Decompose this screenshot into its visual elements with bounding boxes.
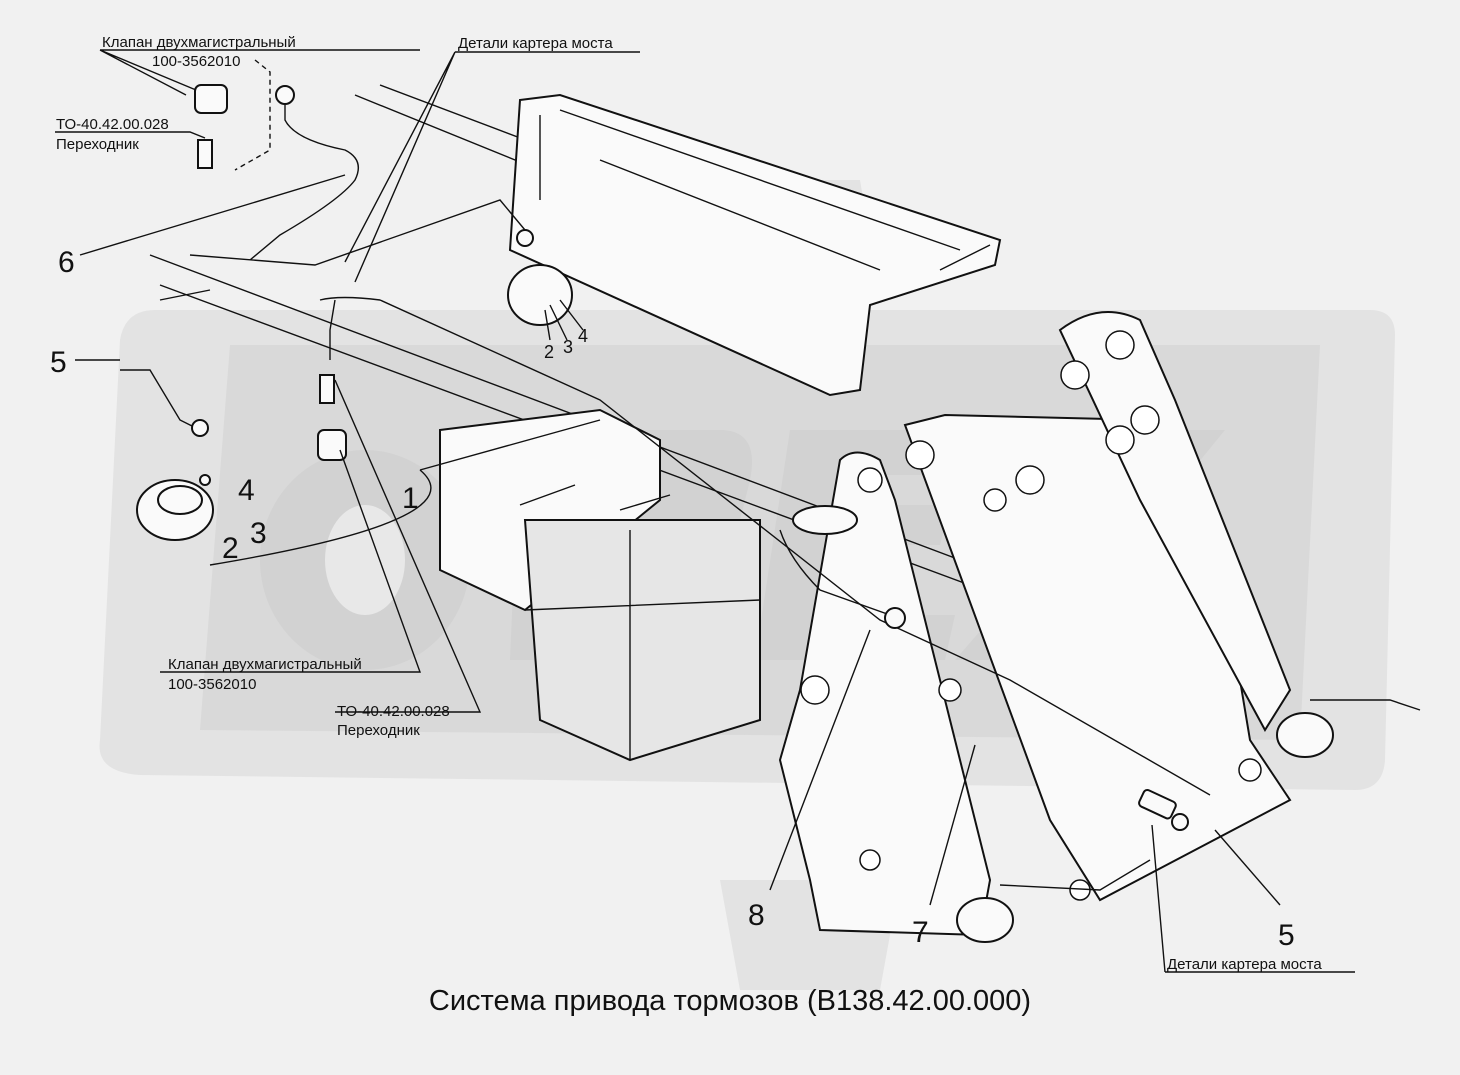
pipe-nut xyxy=(516,229,534,247)
position-numbers: 6 5 4 3 2 1 2 3 4 8 7 5 xyxy=(50,246,1295,952)
pipe-clamp xyxy=(884,607,906,629)
brake-pipe xyxy=(329,299,336,360)
adapter-fitting xyxy=(319,374,335,404)
brake-pipe xyxy=(120,369,201,431)
frame-hole xyxy=(938,678,962,702)
leader-line xyxy=(209,469,432,566)
frame-hole xyxy=(1105,425,1135,455)
upper-beam-edge xyxy=(539,109,961,271)
position-6: 6 xyxy=(58,246,75,279)
leader-line xyxy=(1151,824,1355,973)
pivot-spring xyxy=(792,505,858,535)
axle-bottom-name: Детали картера моста xyxy=(1167,956,1322,973)
frame-assembly xyxy=(149,84,1292,937)
washer xyxy=(199,474,211,486)
position-1: 1 xyxy=(402,482,419,515)
brake-chamber xyxy=(507,264,573,326)
brake-chamber xyxy=(956,897,1014,943)
valve-top-name: Клапан двухмагистральный xyxy=(102,34,296,51)
valve-top-code: 100-3562010 xyxy=(152,53,240,70)
frame-hole xyxy=(857,467,883,493)
adapter-bottom-code: ТО-40.42.00.028 xyxy=(337,703,450,720)
housing-lower xyxy=(523,519,761,762)
position-3-left: 3 xyxy=(250,517,267,550)
position-2-left: 2 xyxy=(222,532,239,565)
leader-line xyxy=(544,299,584,341)
position-5-right: 5 xyxy=(1278,919,1295,952)
leader-line xyxy=(79,174,346,256)
leader-line xyxy=(344,51,640,283)
axle-fitting xyxy=(1138,788,1177,820)
leader-line xyxy=(160,449,421,673)
frame-hole xyxy=(905,440,935,470)
lever-arm xyxy=(1058,311,1292,732)
frame-hole xyxy=(800,675,830,705)
adapter-top-code: ТО-40.42.00.028 xyxy=(56,116,169,133)
position-8: 8 xyxy=(748,899,765,932)
brake-pipe xyxy=(999,699,1421,891)
adapter-fitting xyxy=(197,139,213,169)
position-2-top: 2 xyxy=(544,342,554,362)
position-5-left: 5 xyxy=(50,346,67,379)
housing-block xyxy=(439,408,661,612)
frame-hole xyxy=(1105,330,1135,360)
leader-line xyxy=(55,131,206,139)
valve-bottom-name: Клапан двухмагистральный xyxy=(168,656,362,673)
axle-top-name: Детали картера моста xyxy=(458,35,613,52)
leader-line xyxy=(99,49,420,96)
leader-line xyxy=(419,419,601,471)
pipe-nut xyxy=(1171,813,1189,831)
frame-hole xyxy=(1060,360,1090,390)
leader-line xyxy=(234,59,271,171)
frame-hole xyxy=(983,488,1007,512)
brake-pipe xyxy=(249,95,359,261)
brake-lines xyxy=(120,95,1421,891)
drawing-title: Система привода тормозов (В138.42.00.000… xyxy=(429,985,1031,1017)
brake-chamber xyxy=(1276,712,1334,758)
leader-line xyxy=(334,379,482,713)
brake-components xyxy=(136,84,1334,943)
position-4-top: 4 xyxy=(578,326,588,346)
frame-hole xyxy=(1130,405,1160,435)
lever-frame-left xyxy=(778,451,992,937)
adapter-top-name: Переходник xyxy=(56,136,139,153)
housing-edge xyxy=(524,530,761,760)
two-line-valve xyxy=(194,84,228,114)
adapter-bottom-name: Переходник xyxy=(337,722,420,739)
position-7: 7 xyxy=(912,916,929,949)
flange-mark xyxy=(159,244,991,511)
frame-hole xyxy=(1015,465,1045,495)
frame-hole xyxy=(1238,758,1262,782)
watermark-letter-o-hole xyxy=(325,505,405,615)
brake-pipe xyxy=(189,199,526,266)
upper-beam xyxy=(508,93,1002,397)
frame-hole xyxy=(859,849,881,871)
brake-chamber-cap xyxy=(157,485,203,515)
two-line-valve xyxy=(317,429,347,461)
leader-line xyxy=(769,629,871,891)
brake-pipe xyxy=(779,529,891,616)
position-4-left: 4 xyxy=(238,474,255,507)
callout-labels: Клапан двухмагистральный 100-3562010 ТО-… xyxy=(56,34,1322,973)
leader-line xyxy=(929,744,976,906)
pipe-nut xyxy=(275,85,295,105)
position-3-top: 3 xyxy=(563,337,573,357)
pipe-nut xyxy=(191,419,209,437)
leader-lines xyxy=(55,49,1355,973)
valve-bottom-code: 100-3562010 xyxy=(168,676,256,693)
leader-line xyxy=(1214,829,1281,906)
